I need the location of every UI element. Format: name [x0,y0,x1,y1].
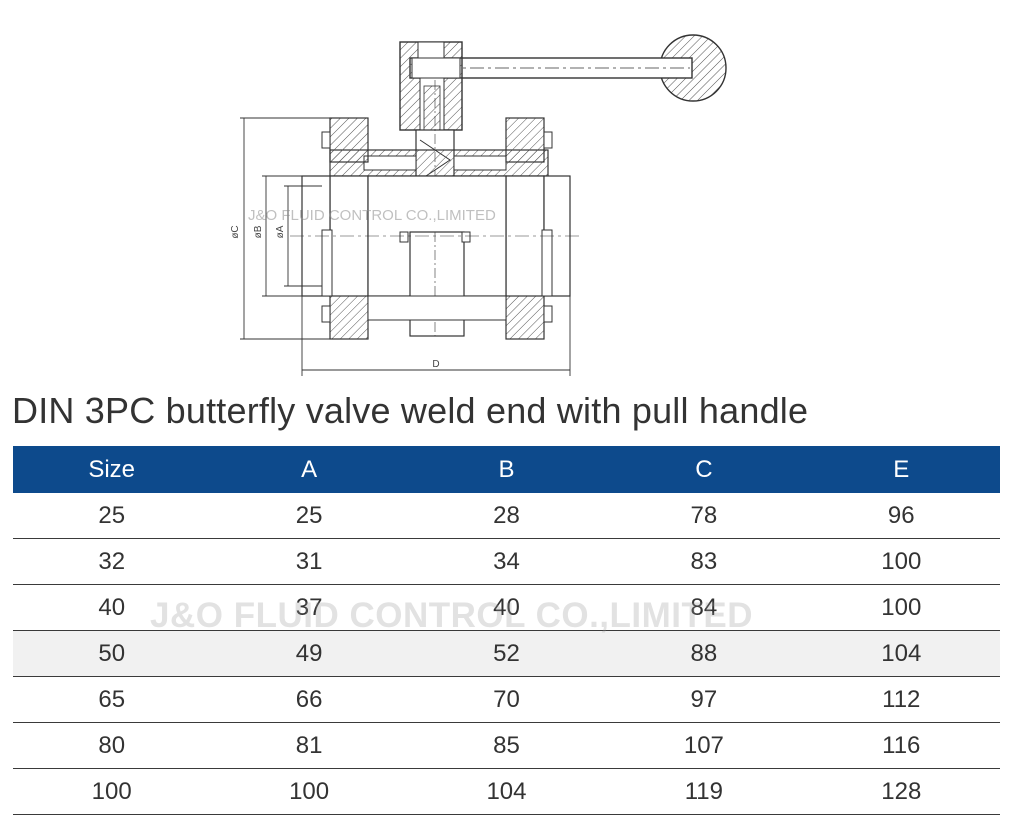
cell-c: 119 [605,768,803,815]
table-row: 80 81 85 107 116 [13,722,1000,769]
pull-handle-bar [409,57,693,79]
flange-bolts [321,131,553,323]
cell-e: 112 [802,676,1000,723]
handle-head [399,41,463,131]
cell-c: 107 [605,722,803,769]
cell-e: 128 [802,768,1000,815]
cell-a: 81 [210,722,408,769]
dimension-label-c: øC [230,225,241,238]
cell-size: 100 [13,768,211,815]
right-flange [505,117,545,340]
cell-b: 52 [407,630,606,677]
header-size: Size [13,446,211,493]
table-row: 65 66 70 97 112 [13,676,1000,723]
valve-technical-drawing: øC øB øA D J&O FLUID CONTROL CO.,LIMITED [230,34,727,376]
cell-b: 104 [407,768,606,815]
cell-a: 37 [210,584,408,631]
dimension-table: Size A B C E 25 25 28 78 96 32 31 34 83 … [13,446,1000,815]
cell-e: 100 [802,584,1000,631]
cell-b: 85 [407,722,606,769]
cell-b: 28 [407,493,606,539]
dimension-label-a: øA [275,225,286,238]
drawing-watermark: J&O FLUID CONTROL CO.,LIMITED [248,207,496,224]
cell-b: 70 [407,676,606,723]
cell-e: 116 [802,722,1000,769]
dimension-lines [240,117,571,376]
table-row: 25 25 28 78 96 [13,493,1000,539]
page-title: DIN 3PC butterfly valve weld end with pu… [12,390,809,431]
cell-e: 100 [802,538,1000,585]
dimension-label-b: øB [253,225,264,238]
table-row: 100 100 104 119 128 [13,768,1000,815]
cell-b: 34 [407,538,606,585]
cell-size: 25 [13,493,211,539]
cell-a: 49 [210,630,408,677]
cell-a: 100 [210,768,408,815]
cell-c: 83 [605,538,803,585]
dimension-label-d: D [432,359,439,370]
header-b: B [407,446,606,493]
header-a: A [210,446,408,493]
cell-c: 97 [605,676,803,723]
cell-e: 96 [802,493,1000,539]
cell-a: 25 [210,493,408,539]
table-header-row: Size A B C E [13,446,1000,493]
table-row: 32 31 34 83 100 [13,538,1000,585]
cell-a: 66 [210,676,408,723]
cell-size: 65 [13,676,211,723]
cell-e: 104 [802,630,1000,677]
header-c: C [605,446,803,493]
table-row: 50 49 52 88 104 [13,630,1000,677]
left-flange [329,117,369,340]
table-row: 40 37 40 84 100 [13,584,1000,631]
cell-c: 88 [605,630,803,677]
cell-size: 32 [13,538,211,585]
cell-a: 31 [210,538,408,585]
cell-size: 40 [13,584,211,631]
valve-body-center [367,175,507,337]
header-e: E [802,446,1000,493]
cell-size: 80 [13,722,211,769]
cell-b: 40 [407,584,606,631]
cell-c: 84 [605,584,803,631]
cell-size: 50 [13,630,211,677]
cell-c: 78 [605,493,803,539]
